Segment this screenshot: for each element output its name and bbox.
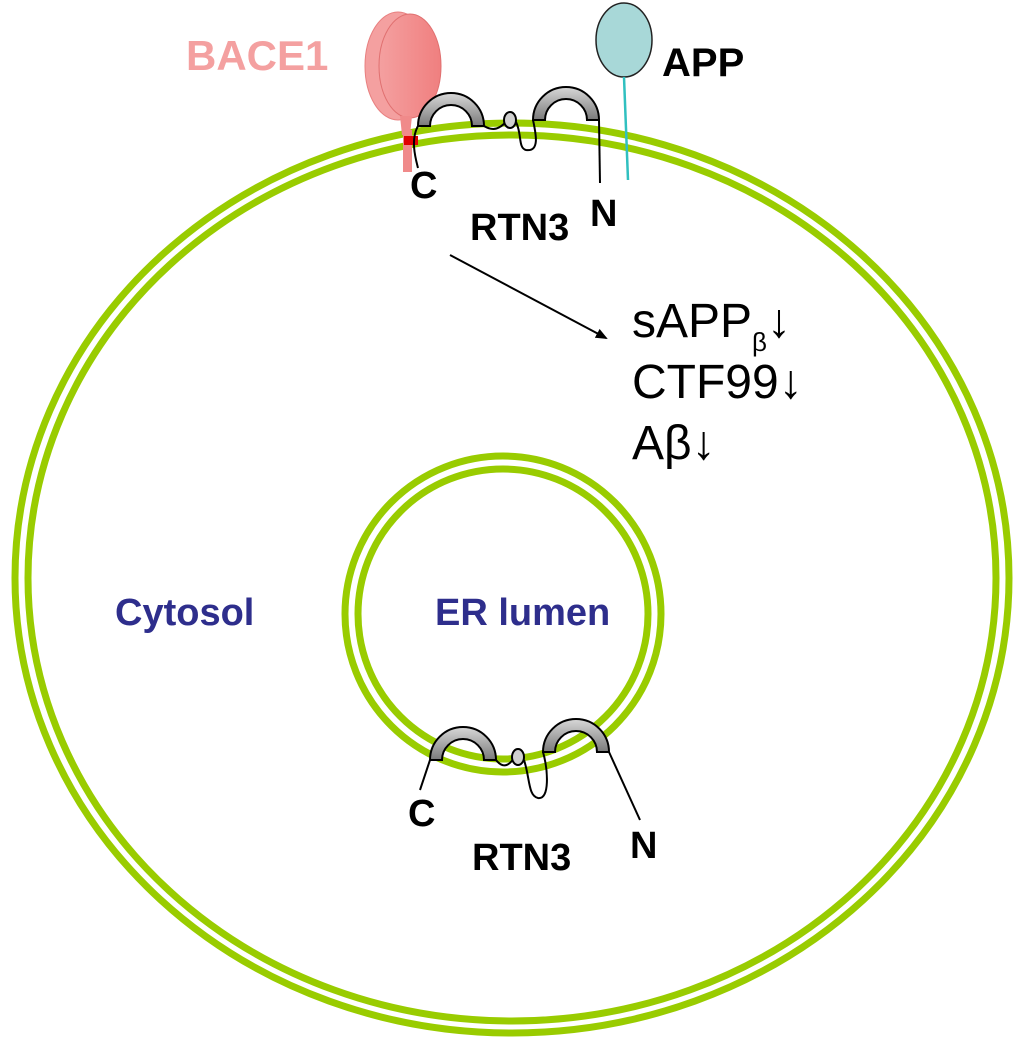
- er-membrane: [341, 452, 665, 776]
- top-rtn3: [412, 86, 601, 184]
- top-c-label: C: [410, 165, 437, 207]
- app-label: APP: [662, 41, 744, 85]
- ctf99-effect: CTF99↓: [632, 356, 803, 409]
- top-n-label: N: [590, 193, 617, 235]
- effects-list: sAPPβ↓ CTF99↓ Aβ↓: [632, 295, 803, 470]
- bottom-rtn3: [419, 718, 641, 821]
- app-protein: [595, 2, 653, 181]
- outer-membrane: [11, 119, 1013, 1037]
- effect-arrow: [449, 254, 608, 339]
- bottom-rtn3-label: RTN3: [472, 837, 571, 879]
- bottom-c-label: C: [408, 793, 435, 835]
- sapp-beta-effect: sAPPβ↓: [632, 295, 791, 357]
- bace1-tag: [404, 136, 418, 145]
- top-rtn3-label: RTN3: [470, 207, 569, 249]
- abeta-effect: Aβ↓: [632, 417, 716, 470]
- bottom-n-label: N: [630, 825, 657, 867]
- cytosol-label: Cytosol: [115, 592, 254, 634]
- er-lumen-label: ER lumen: [435, 592, 610, 634]
- bace1-label: BACE1: [186, 32, 328, 79]
- bace1-protein: [364, 11, 442, 172]
